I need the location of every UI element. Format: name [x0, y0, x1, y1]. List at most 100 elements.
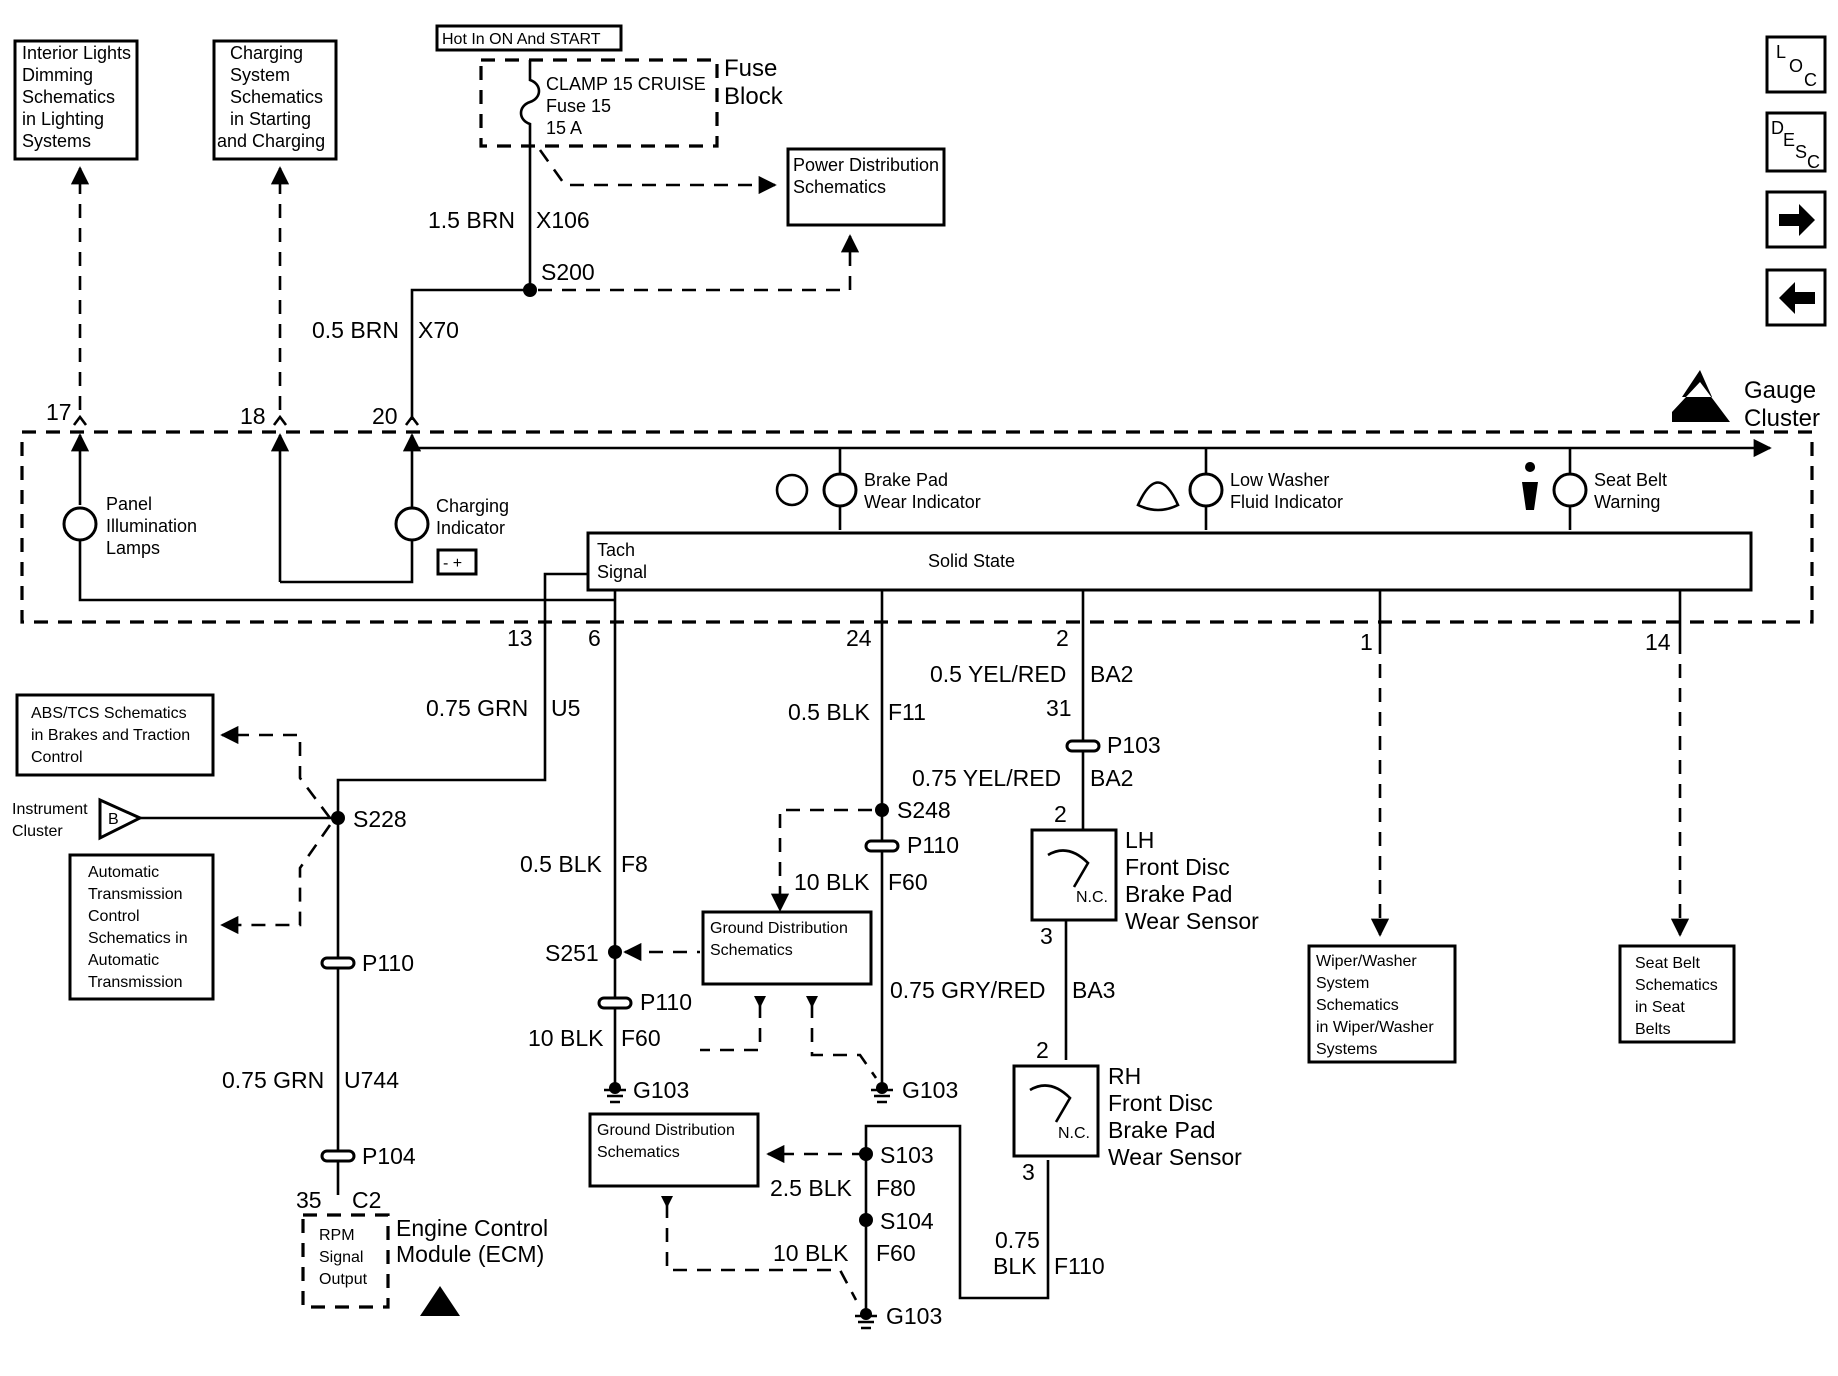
box-line: Power Distribution	[793, 155, 939, 175]
wire-label: 0.5 BLK	[520, 851, 602, 877]
pin-label: 13	[507, 625, 533, 651]
indicator-label: Fluid Indicator	[1230, 492, 1343, 512]
wire-label: 1.5 BRN	[428, 207, 515, 233]
box-line: in Wiper/Washer	[1316, 1019, 1434, 1036]
indicator-label: Warning	[1594, 492, 1660, 512]
box-line: Control	[31, 749, 83, 766]
switch-icon	[1047, 849, 1090, 888]
wire-circuit: BA2	[1090, 765, 1133, 791]
fuse-name: CLAMP 15 CRUISE	[546, 74, 706, 94]
connector-p110	[597, 996, 633, 1010]
rh-wear-sensor: N.C.	[1012, 1064, 1100, 1158]
loc-letter-c: C	[1804, 70, 1817, 90]
power-distribution-box[interactable]: Power Distribution Schematics	[786, 147, 946, 227]
lh-wear-sensor: N.C.	[1030, 828, 1118, 922]
esd-warning-icon	[1672, 370, 1730, 422]
connector-p104	[320, 1149, 356, 1163]
fuse-rating: 15 A	[546, 118, 582, 138]
connector-label: P103	[1107, 732, 1161, 758]
seat-belt-box[interactable]: Seat Belt Schematics in Seat Belts	[1618, 944, 1736, 1044]
box-line: System	[230, 65, 290, 85]
box-line: Wiper/Washer	[1316, 953, 1417, 970]
fuse-block-label: Block	[724, 83, 784, 110]
sensor-label: Front Disc	[1125, 854, 1230, 880]
ref-letter: B	[108, 811, 119, 828]
next-button[interactable]	[1765, 190, 1827, 249]
pin-label: 2	[1054, 801, 1067, 827]
splice-label: S103	[880, 1142, 934, 1168]
wire-label: 2.5 BLK	[770, 1175, 852, 1201]
ref-triangle-icon	[98, 797, 144, 841]
connector-p103	[1065, 739, 1101, 753]
splice-label: S104	[880, 1208, 934, 1234]
ground-distribution-box-2[interactable]: Ground Distribution Schematics	[588, 1112, 760, 1188]
back-button[interactable]	[1765, 268, 1827, 327]
charging-label: Charging	[436, 496, 509, 516]
wire-x70	[410, 288, 530, 420]
ecm-outline	[301, 1213, 390, 1309]
lamp-icon	[394, 506, 430, 542]
pin-label: 24	[846, 625, 872, 651]
box-line: Transmission	[88, 886, 183, 903]
loc-button[interactable]: L O C	[1765, 35, 1827, 94]
wire	[78, 540, 615, 602]
desc-letter-e: E	[1783, 130, 1795, 150]
ref-arrow	[700, 1004, 762, 1052]
box-line: Systems	[1316, 1041, 1377, 1058]
wire-circuit: U744	[344, 1067, 399, 1093]
indicator-label: Low Washer	[1230, 470, 1329, 490]
connector-p110	[864, 839, 900, 853]
wire-label: 10 BLK	[773, 1240, 849, 1266]
connector-label: P110	[362, 950, 414, 976]
ground-label: G103	[886, 1303, 942, 1329]
ecm-label: Output	[319, 1271, 368, 1288]
loc-letter-l: L	[1776, 42, 1786, 62]
wire-label: 10 BLK	[794, 869, 870, 895]
desc-letter-d: D	[1771, 118, 1784, 138]
box-line: Interior Lights	[22, 43, 131, 63]
nc-label: N.C.	[1076, 889, 1108, 906]
box-line: Control	[88, 908, 140, 925]
instrument-label: Cluster	[12, 823, 63, 840]
sensor-label: Wear Sensor	[1108, 1144, 1242, 1170]
hot-label-box: Hot In ON And START	[435, 24, 623, 52]
ecm-title: Engine Control	[396, 1215, 548, 1241]
lamp-icon	[1188, 472, 1224, 508]
pin-label: 17	[46, 399, 72, 425]
box-line: Schematics	[710, 942, 793, 959]
box-line: Dimming	[22, 65, 93, 85]
pin-label: 2	[1036, 1037, 1049, 1063]
box-line: Belts	[1635, 1021, 1671, 1038]
wire-circuit: F60	[876, 1240, 916, 1266]
arrow-icon	[806, 996, 818, 1008]
box-line: Automatic	[88, 952, 159, 969]
arrow-icon	[661, 1196, 673, 1208]
splice-s251	[608, 945, 622, 959]
lamp-icon	[822, 472, 858, 508]
box-line: System	[1316, 975, 1369, 992]
box-line: Automatic	[88, 864, 159, 881]
fuse-number: Fuse 15	[546, 96, 611, 116]
box-line: Schematics	[793, 177, 886, 197]
wire-label: 0.75	[995, 1227, 1040, 1253]
pin-label: 6	[588, 625, 601, 651]
charging-system-box[interactable]: Charging System Schematics in Starting a…	[212, 39, 338, 161]
ground-distribution-box-1[interactable]: Ground Distribution Schematics	[701, 910, 873, 986]
box-line: in Starting	[230, 109, 311, 129]
wire-label: 0.5 BRN	[312, 317, 399, 343]
power-dist-arrow	[538, 234, 860, 292]
splice-s104	[859, 1213, 873, 1227]
interior-lights-box[interactable]: Interior Lights Dimming Schematics in Li…	[13, 39, 139, 161]
abs-tcs-box[interactable]: ABS/TCS Schematics in Brakes and Tractio…	[15, 693, 215, 777]
wiper-washer-box[interactable]: Wiper/Washer System Schematics in Wiper/…	[1307, 944, 1457, 1064]
pin-label: 2	[1056, 625, 1069, 651]
wire-circuit: F110	[1054, 1253, 1105, 1279]
wire	[543, 572, 588, 640]
automatic-transmission-box[interactable]: Automatic Transmission Control Schematic…	[68, 853, 215, 1001]
ground-node	[609, 1082, 621, 1094]
sensor-label: LH	[1125, 827, 1154, 853]
pin-label: 20	[372, 403, 398, 429]
desc-button[interactable]: D E S C	[1765, 111, 1827, 173]
desc-letter-c: C	[1807, 152, 1820, 172]
desc-letter-s: S	[1795, 142, 1807, 162]
